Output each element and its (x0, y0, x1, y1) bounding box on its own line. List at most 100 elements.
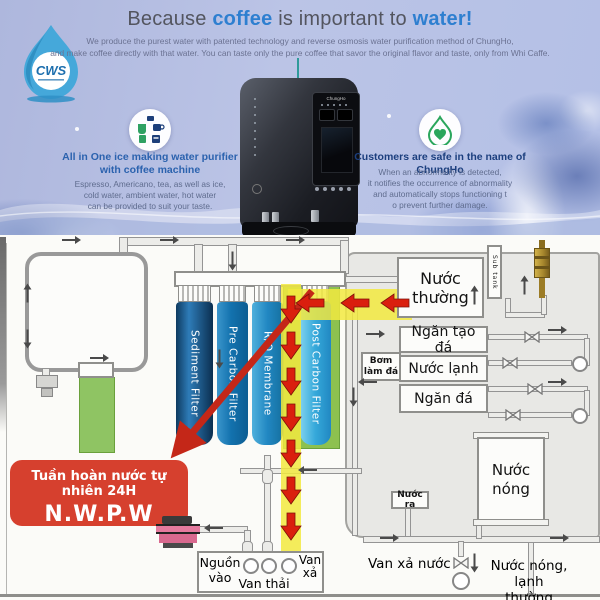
product-image: ChungHo (233, 58, 365, 236)
heart-drop-icon (427, 115, 453, 145)
feature-left-desc2: cold water, ambient water, hot water (83, 190, 217, 200)
power-ring (252, 184, 262, 194)
control-panel: ChungHo (312, 92, 360, 186)
box-cold-water: Nước lạnh (399, 355, 488, 382)
pipe-segment (458, 541, 464, 557)
title-water: water! (412, 8, 473, 30)
promo-banner: CWS Because coffee is important to water… (0, 0, 600, 236)
flow-arrow-icon (90, 353, 109, 362)
filter-cap (178, 285, 211, 302)
feature-left-desc1: Espresso, Americano, tea, as well as ice… (74, 179, 226, 189)
inline-fitting (262, 469, 273, 484)
flow-arrow-icon (523, 281, 526, 295)
dispenser-slot (337, 109, 353, 121)
pipe-segment (352, 300, 358, 536)
flow-arrow-icon (364, 381, 377, 383)
title-part1: Because (127, 8, 213, 30)
pipe-segment (488, 412, 572, 418)
feature-left-title-line1: All in One ice making water purifier (62, 151, 238, 163)
flow-arrow-icon (286, 235, 305, 244)
inlet-label: Nguồn vào (199, 555, 241, 585)
banner-title: Because coffee is important to water! (0, 8, 600, 31)
pipe-segment (340, 240, 349, 274)
inlet-line2: vào (208, 570, 232, 585)
callout-line2: N.W.P.W (44, 502, 154, 527)
water-splash-right (408, 80, 600, 235)
water-spout (262, 212, 269, 224)
flow-arrow-icon (160, 235, 179, 244)
dispenser-slot (319, 109, 335, 121)
cws-logo: CWS (23, 25, 78, 103)
pipe-segment (345, 276, 399, 283)
filter-sediment: Sediment Filter (176, 302, 213, 445)
callout-line1: Tuần hoàn nước tự nhiên 24H (31, 469, 167, 499)
banner-subtitle-line2: and make coffee directly with that water… (50, 48, 550, 58)
box-label: Nước lạnh (408, 360, 479, 377)
outlet-label: Nước nóng, lạnh thường (474, 558, 584, 600)
ice-pump-line2: làm đá (363, 366, 399, 377)
inlet-drain-box (197, 551, 324, 593)
flush-port (281, 558, 297, 574)
box-ice-compartment: Ngăn đá (399, 384, 488, 413)
valve-icon (453, 557, 469, 569)
purifier-body: ChungHo (240, 78, 360, 228)
pipe-segment (528, 542, 534, 594)
valve-icon (527, 383, 543, 395)
flow-arrow-icon (548, 325, 567, 334)
feature-right-desc1: When an abnormality is detected, (378, 167, 502, 177)
box-sub-tank: Sub tank (487, 245, 502, 299)
feature-left-title-line2: with coffee machine (99, 163, 201, 176)
flow-arrow-icon (352, 387, 355, 401)
flow-arrow-icon (218, 349, 221, 363)
frame-line (0, 594, 600, 597)
flow-arrow-icon (380, 533, 399, 542)
title-part2: is important to (272, 8, 413, 30)
brass-valve (531, 240, 553, 298)
beverage-icons-badge (129, 109, 171, 151)
ice-pump-line1: Bơm (369, 355, 393, 366)
valve-icon (524, 331, 540, 343)
filter-label: Pre Carbon Filter (226, 325, 239, 422)
nwpw-callout: Tuần hoàn nước tự nhiên 24H N.W.P.W (10, 460, 188, 527)
feature-right-desc4: o prevent further damage. (392, 200, 488, 210)
water-splash-left (0, 185, 150, 235)
flush-valve-label: Van xả (296, 554, 324, 580)
deco-dot (387, 114, 391, 118)
dispense-port (572, 356, 588, 372)
feature-right-title: Customers are safe in the name of ChungH… (354, 151, 526, 176)
water-drain-label: Van xả nước (368, 556, 451, 572)
flow-arrow-icon (26, 329, 29, 343)
flow-arrow-icon (62, 235, 81, 244)
filter-cap (219, 285, 246, 302)
filter-pre-carbon: Pre Carbon Filter (217, 302, 248, 445)
filter-cap (254, 285, 281, 302)
pipe-segment (194, 244, 203, 274)
tank-valve-nut (41, 388, 53, 397)
flow-arrow-icon (548, 377, 567, 386)
box-label: Nước nóng (492, 461, 530, 499)
drain-valve-label: Van thải (238, 576, 290, 591)
dispense-port (572, 408, 588, 424)
feature-left-desc3: can be provided to suit your taste. (87, 201, 213, 211)
display-screen (321, 127, 353, 173)
feature-left-title: All in One ice making water purifier wit… (55, 151, 245, 176)
highlight-band-vertical (281, 284, 301, 556)
feature-left-desc: Espresso, Americano, tea, as well as ice… (55, 179, 245, 212)
deco-dot (75, 127, 79, 131)
inlet-port (243, 558, 259, 574)
outlet-port (452, 572, 470, 590)
banner-subtitle-line1: We produce the purest water with patente… (86, 36, 514, 46)
box-ice-maker: Ngăn tạo đá (399, 324, 488, 356)
safety-badge (419, 109, 461, 151)
valve-icon (502, 357, 518, 369)
box-water-out: Nước ra (391, 490, 429, 510)
feature-right-desc3: and automatically stops functioning t (373, 189, 507, 199)
flow-arrow-icon (550, 533, 569, 542)
hot-water-tank: Nước nóng (477, 437, 545, 522)
feature-right-desc: When an abnormality is detected, it noti… (345, 167, 535, 211)
hot-water-line2: nóng (492, 479, 530, 498)
box-label: Nước ra (397, 490, 423, 510)
flow-arrow-icon (231, 251, 234, 265)
logo-text: CWS (36, 63, 67, 78)
